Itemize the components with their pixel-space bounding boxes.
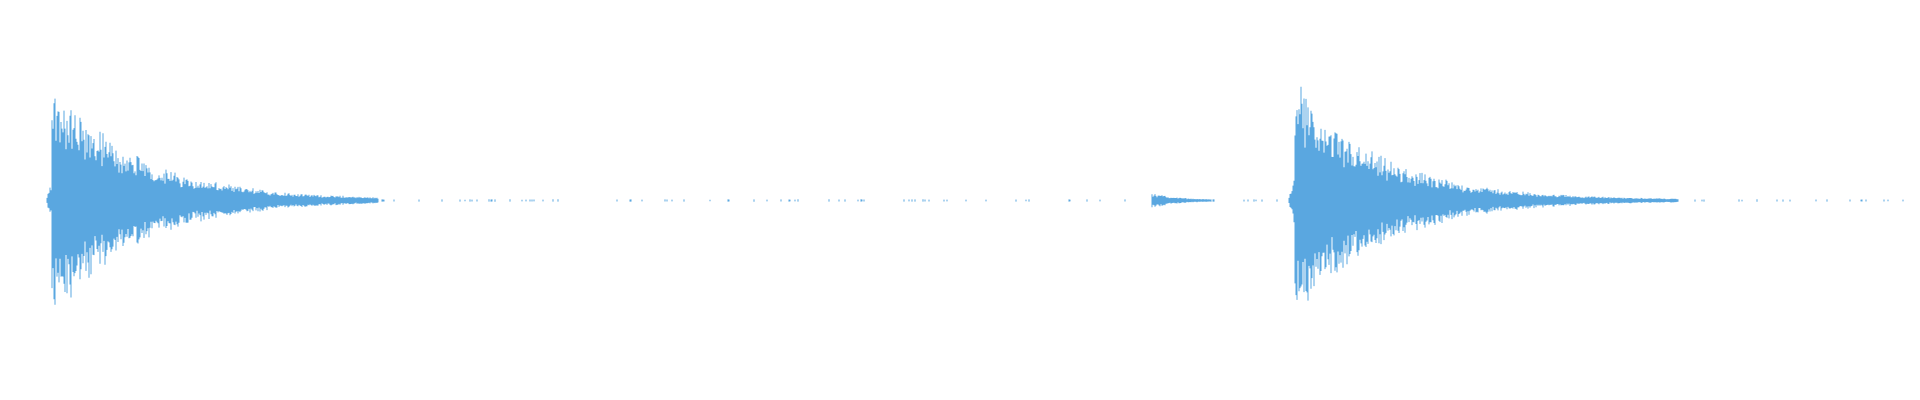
waveform-trace xyxy=(46,86,1904,305)
